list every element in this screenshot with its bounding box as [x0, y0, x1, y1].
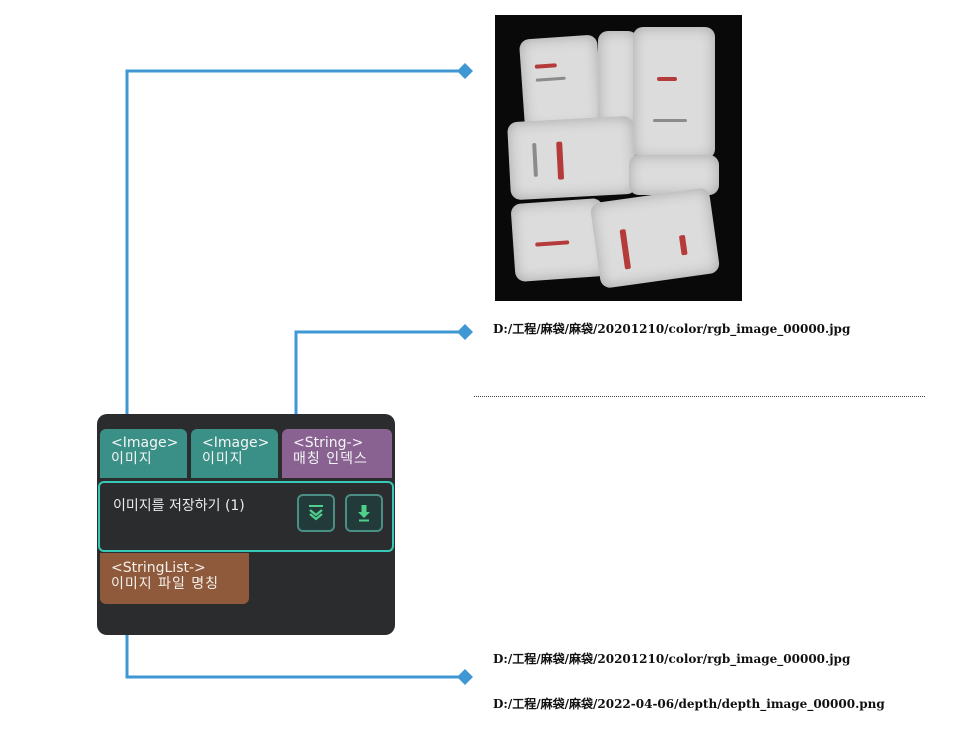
port-label: 매칭 인덱스	[293, 451, 368, 467]
endpoint-diamond-output	[457, 669, 473, 685]
endpoint-diamond-string	[457, 324, 473, 340]
expand-button[interactable]	[297, 494, 335, 532]
output-value-2: D:/工程/麻袋/麻袋/2022-04-06/depth/depth_image…	[493, 697, 885, 711]
double-chevron-down-icon	[309, 505, 323, 521]
node-title: 이미지를 저장하기 (1)	[113, 498, 245, 514]
port-label: 이미지	[202, 451, 244, 467]
port-type: <String->	[293, 435, 364, 451]
string-input-value: D:/工程/麻袋/麻袋/20201210/color/rgb_image_000…	[493, 322, 851, 336]
port-type: <Image>	[202, 435, 270, 451]
separator-line	[474, 396, 925, 397]
port-type: <Image>	[111, 435, 179, 451]
connector-string-input	[294, 330, 465, 421]
download-button[interactable]	[345, 494, 383, 532]
input-port-image-1[interactable]: <Image> 이미지	[100, 429, 187, 478]
download-arrow-icon	[358, 505, 370, 522]
input-port-image-2[interactable]: <Image> 이미지	[191, 429, 278, 478]
node-body[interactable]: 이미지를 저장하기 (1)	[98, 481, 394, 552]
image-preview-bags	[495, 15, 742, 301]
output-value-1: D:/工程/麻袋/麻袋/20201210/color/rgb_image_000…	[493, 652, 851, 666]
connector-image-input	[125, 69, 465, 421]
input-port-string[interactable]: <String-> 매칭 인덱스	[282, 429, 392, 478]
port-label: 이미지 파일 명칭	[111, 576, 220, 592]
port-label: 이미지	[111, 451, 153, 467]
endpoint-diamond-image	[457, 63, 473, 79]
port-type: <StringList->	[111, 560, 206, 576]
save-image-node[interactable]: <Image> 이미지 <Image> 이미지 <String-> 매칭 인덱스…	[97, 414, 395, 635]
output-port-stringlist[interactable]: <StringList-> 이미지 파일 명칭	[100, 553, 249, 604]
